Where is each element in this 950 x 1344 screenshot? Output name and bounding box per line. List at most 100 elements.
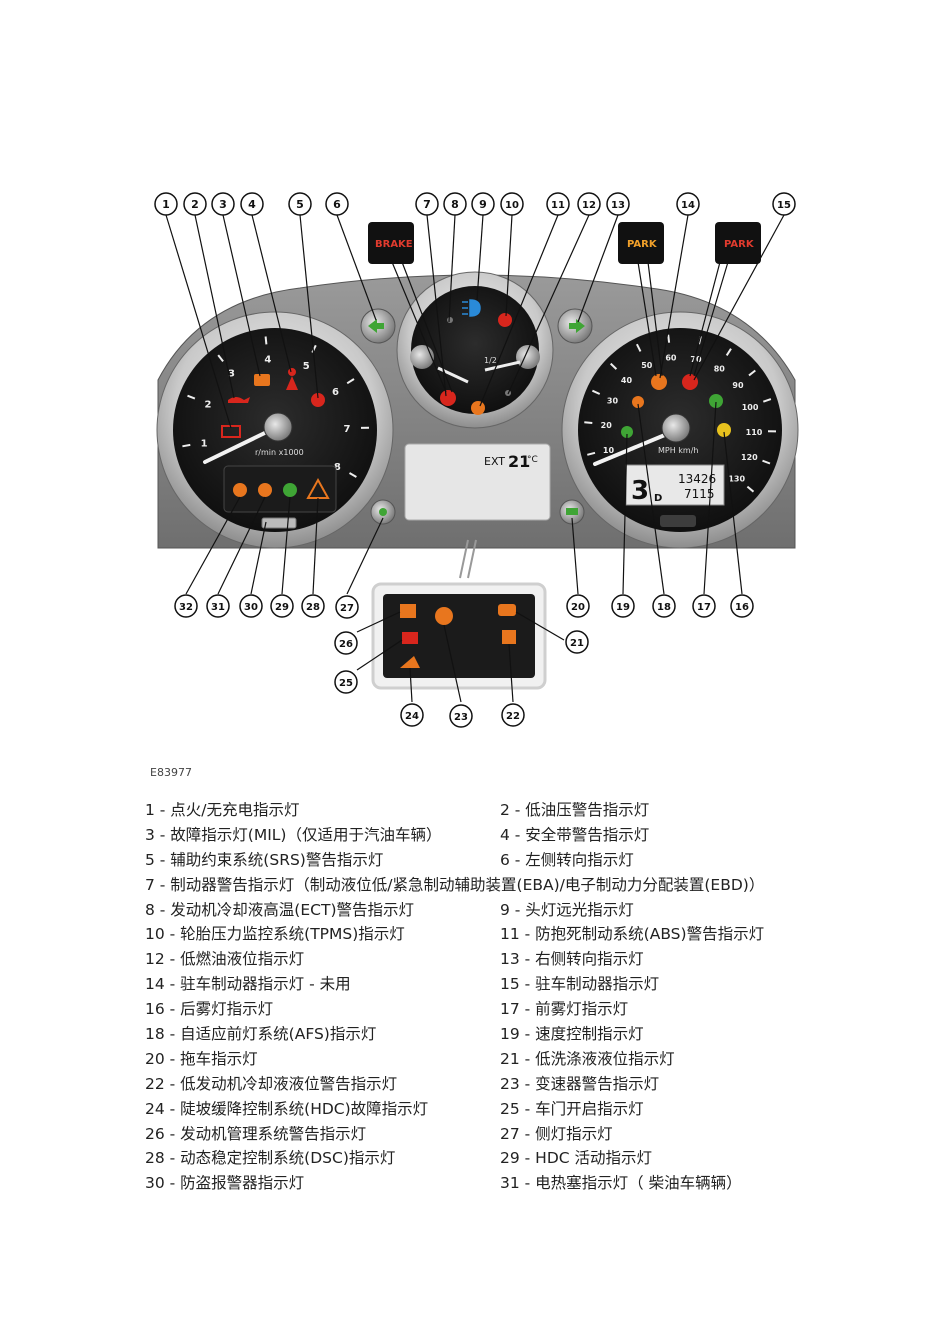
gauge-tick-label: 1: [201, 439, 208, 450]
legend-item: 8 - 发动机冷却液高温(ECT)警告指示灯: [145, 900, 414, 919]
callout-6: 6: [325, 192, 349, 216]
gauge-tick-label: 10: [603, 446, 615, 455]
callout-24: 24: [400, 703, 424, 727]
ext-temp: 21: [508, 452, 530, 471]
legend-item: 9 - 头灯远光指示灯: [500, 900, 634, 919]
legend-item: 20 - 拖车指示灯: [145, 1049, 258, 1068]
gauge-tick-label: 30: [607, 397, 619, 406]
figure-code: E83977: [150, 766, 192, 779]
legend-item: 22 - 低发动机冷却液液位警告指示灯: [145, 1074, 398, 1093]
legend-item: 24 - 陡坡缓降控制系统(HDC)故障指示灯: [145, 1099, 429, 1118]
callout-15: 15: [772, 192, 796, 216]
glow-plug-icon: [258, 483, 272, 497]
callout-label: 18: [657, 602, 671, 613]
callout-label: 11: [551, 200, 565, 211]
gauge-tick-label: 120: [741, 453, 758, 462]
rear-fog-icon: [717, 423, 731, 437]
legend-item: 27 - 侧灯指示灯: [500, 1124, 613, 1143]
callout-22: 22: [501, 703, 525, 727]
brake-badge-label: BRAKE: [375, 239, 413, 250]
park-badge-2-label: PARK: [724, 239, 755, 250]
callout-11: 11: [546, 192, 570, 216]
callout-label: 20: [571, 602, 585, 613]
callout-1: 1: [154, 192, 178, 216]
callout-label: 24: [405, 711, 419, 722]
legend-item: 14 - 驻车制动器指示灯 - 未用: [145, 975, 351, 994]
park-badge-1: PARK: [618, 222, 664, 264]
callout-label: 5: [296, 198, 304, 211]
legend-row: 28 - 动态稳定控制系统(DSC)指示灯 29 - HDC 活动指示灯: [145, 1146, 825, 1171]
callout-19: 19: [611, 594, 635, 618]
callout-label: 32: [179, 602, 193, 613]
callout-29: 29: [270, 594, 294, 618]
callout-27: 27: [335, 595, 359, 619]
front-fog-icon: [709, 394, 723, 408]
callout-10: 10: [500, 192, 524, 216]
callout-8: 8: [443, 192, 467, 216]
park-badge-1-label: PARK: [627, 239, 658, 250]
gauge-tick-label: 5: [303, 361, 310, 372]
callout-label: 21: [570, 638, 584, 649]
callout-2: 2: [183, 192, 207, 216]
security-slot: [261, 517, 297, 529]
callout-label: 23: [454, 712, 468, 723]
center-gauge: 1/2: [396, 271, 554, 429]
legend-item: 29 - HDC 活动指示灯: [500, 1149, 653, 1168]
speedo-hub: [661, 413, 691, 443]
door-open-icon: [402, 632, 418, 644]
gauge-tick-label: 6: [332, 387, 339, 398]
callout-label: 6: [333, 198, 341, 211]
callout-4: 4: [240, 192, 264, 216]
legend-row: 7 - 制动器警告指示灯（制动液位低/紧急制动辅助装置(EBA)/电子制动力分配…: [145, 875, 765, 894]
gauge-tick-label: 100: [742, 403, 759, 412]
transmission-icon: [435, 607, 453, 625]
legend-item: 4 - 安全带警告指示灯: [500, 825, 650, 844]
tpms-icon: [498, 313, 512, 327]
odometer-bottom: 7115: [684, 487, 715, 501]
callout-28: 28: [301, 594, 325, 618]
tach-unit: r/min x1000: [255, 448, 304, 457]
callout-31: 31: [206, 594, 230, 618]
callout-label: 31: [211, 602, 225, 613]
speed-control-icon: [621, 426, 633, 438]
gauge-tick-label: 50: [641, 361, 653, 370]
odometer-top: 13426: [678, 472, 716, 486]
legend-item: 31 - 电热塞指示灯（ 柴油车辆辆）: [500, 1174, 742, 1193]
tach-needle: [203, 426, 277, 464]
callout-25: 25: [334, 670, 358, 694]
legend-item: 5 - 辅助约束系统(SRS)警告指示灯: [145, 850, 384, 869]
legend-item: 16 - 后雾灯指示灯: [145, 1000, 274, 1019]
oil-pressure-icon: [228, 397, 250, 403]
gauge-tick-label: 3: [228, 369, 235, 380]
park-badge-2: PARK: [715, 222, 761, 264]
legend-item: 1 - 点火/无充电指示灯: [145, 801, 300, 819]
gauge-tick-label: 7: [344, 424, 351, 435]
legend-item: 28 - 动态稳定控制系统(DSC)指示灯: [145, 1149, 396, 1168]
park-brake-icon-15: [682, 374, 698, 390]
gauge-tick-label: 40: [621, 376, 633, 385]
legend-row: 3 - 故障指示灯(MIL)（仅适用于汽油车辆）4 - 安全带警告指示灯: [145, 823, 825, 848]
callout-16: 16: [730, 594, 754, 618]
legend-row: 8 - 发动机冷却液高温(ECT)警告指示灯 9 - 头灯远光指示灯: [145, 898, 825, 923]
callout-26: 26: [334, 631, 358, 655]
callout-5: 5: [288, 192, 312, 216]
callout-30: 30: [239, 594, 263, 618]
legend-item: 10 - 轮胎压力监控系统(TPMS)指示灯: [145, 925, 405, 944]
callout-9: 9: [471, 192, 495, 216]
gear-mode: D: [654, 493, 662, 504]
gauge-tick-label: 2: [205, 400, 212, 411]
tach-hub: [263, 412, 293, 442]
message-display: [404, 443, 551, 521]
callout-label: 3: [219, 198, 227, 211]
